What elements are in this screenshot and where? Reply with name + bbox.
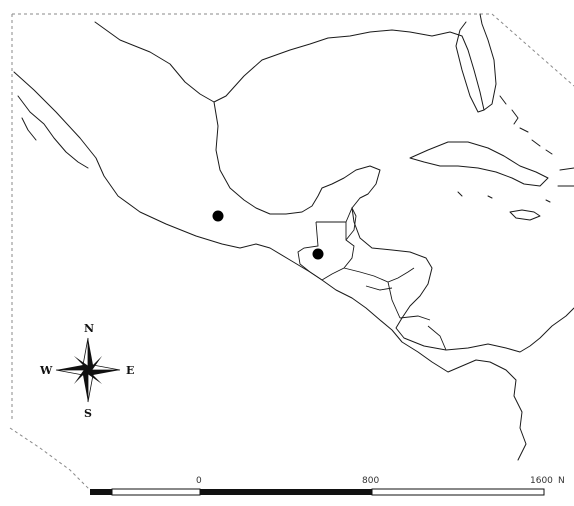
guatemala-border (297, 221, 355, 281)
compass-west-label: W (39, 364, 53, 377)
cuba (409, 141, 549, 187)
mexico-gulf-coast (213, 101, 381, 215)
central-america-borders (343, 267, 447, 351)
location-marker-central-mexico (212, 210, 224, 222)
baja-california (17, 95, 89, 169)
map-frame-corner (9, 427, 93, 493)
location-marker-guatemala (312, 248, 324, 260)
bahamas (499, 95, 553, 155)
caribbean-coast (351, 207, 574, 353)
florida-coast (479, 13, 497, 111)
belize-border (345, 206, 357, 241)
us-gulf-coast (94, 21, 485, 113)
central-america-pacific-coast (321, 279, 527, 461)
map-frame (11, 13, 574, 420)
mexico-pacific-coast (13, 71, 323, 281)
compass-south-label: S (84, 407, 92, 420)
scale-bar: 0 800 1600 N (90, 476, 565, 496)
scale-label-800: 800 (362, 476, 379, 486)
scale-unit-label: N (558, 476, 565, 486)
hispaniola (557, 167, 574, 187)
scale-label-0: 0 (196, 476, 202, 486)
compass-north-label: N (84, 322, 94, 335)
compass-rose: N S E W (39, 322, 134, 420)
compass-east-label: E (126, 364, 134, 377)
scale-label-1600: 1600 (530, 476, 553, 486)
jamaica (509, 209, 541, 221)
small-islands (457, 191, 551, 203)
